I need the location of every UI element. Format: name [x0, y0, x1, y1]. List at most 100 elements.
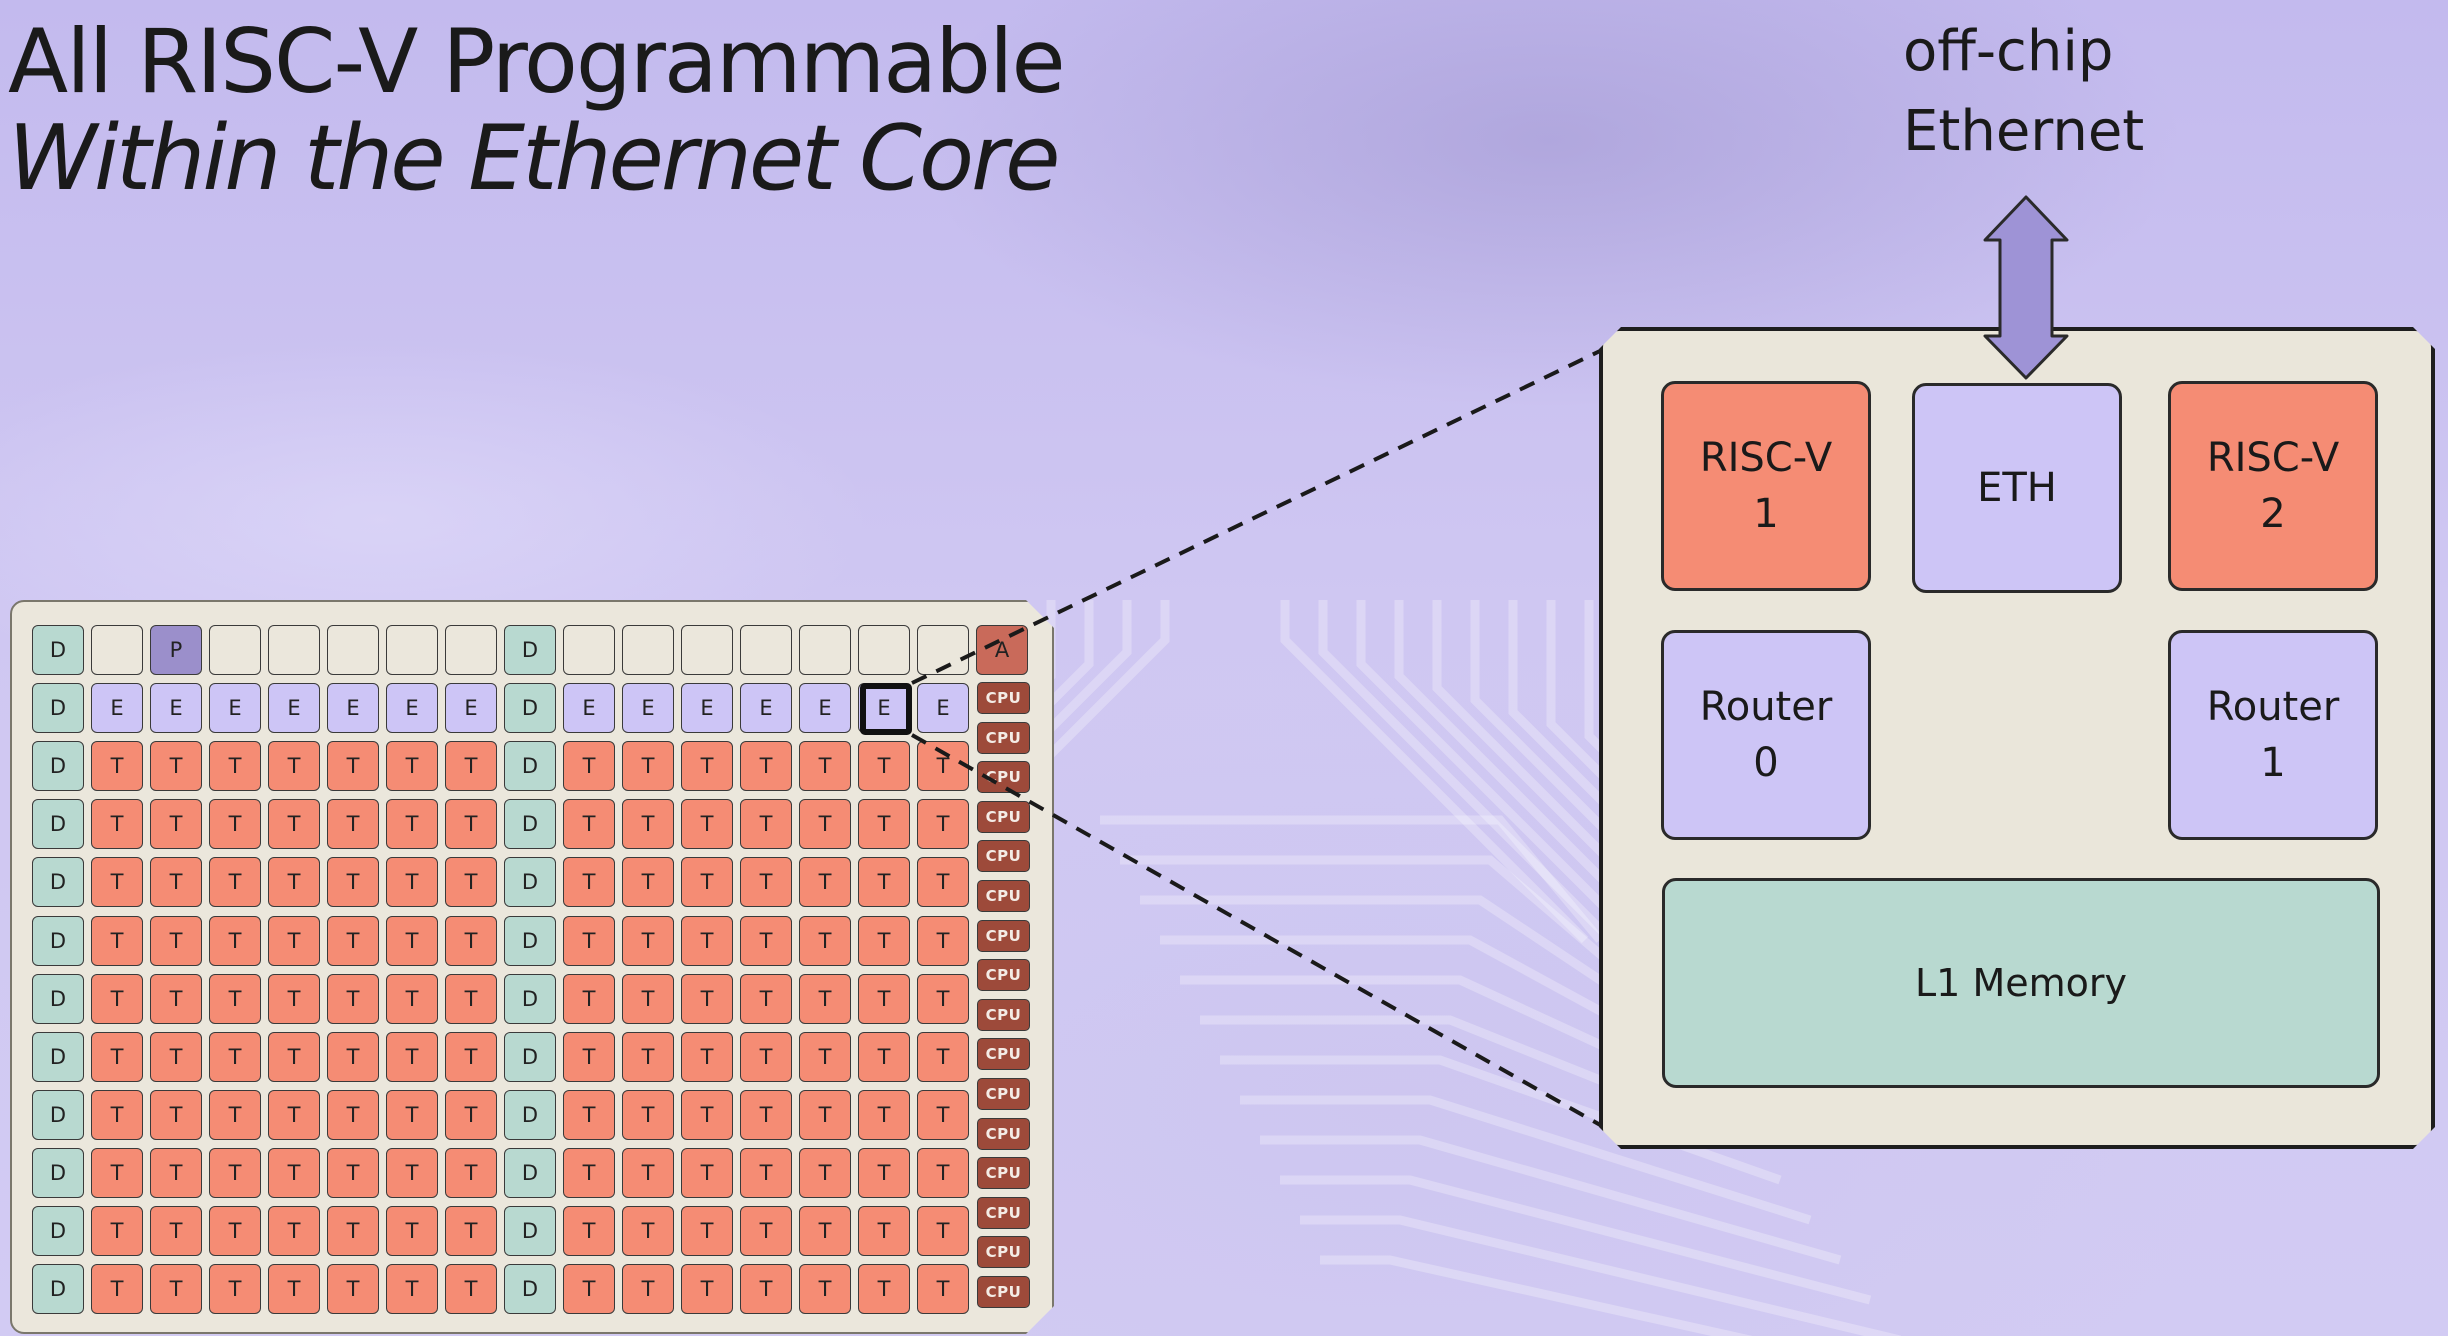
- tile-d-r4-c0: D: [32, 857, 84, 908]
- tile-t-r2-c10: T: [622, 741, 674, 792]
- riscv-2-block: RISC-V 2: [2168, 381, 2378, 591]
- tile-t-r5-c4: T: [268, 915, 320, 966]
- tile-e-r1-c14: E: [858, 683, 910, 734]
- tile-blank-r0-c14: [858, 625, 910, 675]
- tile-t-r4-c3: T: [209, 857, 261, 908]
- tile-e-r1-c15: E: [917, 683, 969, 734]
- tile-cpu-12: CPU: [977, 1157, 1030, 1190]
- tile-blank-r0-c11: [681, 625, 733, 675]
- tile-d-r1-c8: D: [504, 683, 556, 734]
- tile-blank-r0-c1: [91, 625, 143, 675]
- tile-t-r7-c6: T: [386, 1031, 438, 1082]
- tile-t-r9-c12: T: [740, 1147, 792, 1198]
- tile-t-r11-c15: T: [917, 1264, 969, 1315]
- tile-t-r11-c3: T: [209, 1264, 261, 1315]
- tile-t-r6-c1: T: [91, 973, 143, 1024]
- tile-d-r6-c0: D: [32, 973, 84, 1024]
- tile-t-r4-c13: T: [799, 857, 851, 908]
- tile-t-r10-c2: T: [150, 1206, 202, 1256]
- tile-t-r2-c4: T: [268, 741, 320, 792]
- tile-t-r2-c5: T: [327, 741, 379, 792]
- tile-t-r6-c9: T: [563, 973, 615, 1024]
- tile-t-r5-c9: T: [563, 915, 615, 966]
- tile-d-r1-c0: D: [32, 683, 84, 734]
- tile-blank-r0-c13: [799, 625, 851, 675]
- tile-cpu-14: CPU: [977, 1236, 1030, 1269]
- tile-t-r9-c7: T: [445, 1147, 497, 1198]
- tile-t-r3-c5: T: [327, 799, 379, 850]
- tile-t-r5-c5: T: [327, 915, 379, 966]
- tile-t-r9-c1: T: [91, 1147, 143, 1198]
- tile-blank-r0-c5: [327, 625, 379, 675]
- router-0-block: Router 0: [1661, 630, 1871, 840]
- tile-t-r8-c13: T: [799, 1089, 851, 1140]
- tile-e-r1-c11: E: [681, 683, 733, 734]
- tile-cpu-0: CPU: [977, 682, 1030, 714]
- tile-e-r1-c6: E: [386, 683, 438, 734]
- tile-t-r5-c14: T: [858, 915, 910, 966]
- tile-blank-r0-c6: [386, 625, 438, 675]
- tile-d-r4-c8: D: [504, 857, 556, 908]
- tile-t-r2-c3: T: [209, 741, 261, 792]
- tile-t-r5-c6: T: [386, 915, 438, 966]
- tile-t-r11-c7: T: [445, 1264, 497, 1315]
- tile-t-r3-c10: T: [622, 799, 674, 850]
- tile-t-r6-c14: T: [858, 973, 910, 1024]
- riscv-1-block: RISC-V 1: [1661, 381, 1871, 591]
- tile-d-r3-c8: D: [504, 799, 556, 850]
- tile-t-r5-c11: T: [681, 915, 733, 966]
- tile-e-r1-c1: E: [91, 683, 143, 734]
- tile-d-r10-c8: D: [504, 1206, 556, 1256]
- tile-t-r9-c10: T: [622, 1147, 674, 1198]
- tile-t-r3-c13: T: [799, 799, 851, 850]
- tile-t-r11-c13: T: [799, 1264, 851, 1315]
- tile-e-r1-c5: E: [327, 683, 379, 734]
- tile-d-r2-c0: D: [32, 741, 84, 792]
- tile-t-r9-c15: T: [917, 1147, 969, 1198]
- tile-t-r2-c14: T: [858, 741, 910, 792]
- tile-t-r10-c15: T: [917, 1206, 969, 1256]
- tile-t-r11-c10: T: [622, 1264, 674, 1315]
- tile-t-r3-c9: T: [563, 799, 615, 850]
- tile-t-r9-c11: T: [681, 1147, 733, 1198]
- tile-t-r6-c13: T: [799, 973, 851, 1024]
- tile-t-r3-c6: T: [386, 799, 438, 850]
- tile-t-r8-c4: T: [268, 1089, 320, 1140]
- tile-t-r3-c11: T: [681, 799, 733, 850]
- tile-t-r10-c4: T: [268, 1206, 320, 1256]
- tile-t-r7-c13: T: [799, 1031, 851, 1082]
- tile-t-r7-c9: T: [563, 1031, 615, 1082]
- double-arrow-shape: [1983, 195, 2069, 380]
- tile-t-r9-c2: T: [150, 1147, 202, 1198]
- tile-t-r8-c6: T: [386, 1089, 438, 1140]
- tile-t-r4-c14: T: [858, 857, 910, 908]
- tile-t-r9-c14: T: [858, 1147, 910, 1198]
- tile-t-r10-c11: T: [681, 1206, 733, 1256]
- tile-e-r1-c12: E: [740, 683, 792, 734]
- tile-t-r9-c4: T: [268, 1147, 320, 1198]
- tile-t-r11-c5: T: [327, 1264, 379, 1315]
- tile-t-r4-c4: T: [268, 857, 320, 908]
- tile-t-r9-c3: T: [209, 1147, 261, 1198]
- selected-ethernet-tile-highlight: [860, 683, 912, 735]
- eth-block: ETH: [1912, 383, 2122, 593]
- tile-blank-r0-c10: [622, 625, 674, 675]
- offchip-label-line-1: off-chip: [1903, 19, 2114, 84]
- tile-t-r2-c1: T: [91, 741, 143, 792]
- tile-t-r2-c9: T: [563, 741, 615, 792]
- tile-d-r9-c8: D: [504, 1147, 556, 1198]
- tile-t-r5-c13: T: [799, 915, 851, 966]
- tile-t-r11-c9: T: [563, 1264, 615, 1315]
- slide-title: All RISC-V Programmable Within the Ether…: [8, 18, 1066, 204]
- tile-t-r10-c1: T: [91, 1206, 143, 1256]
- tile-t-r10-c12: T: [740, 1206, 792, 1256]
- tile-t-r2-c7: T: [445, 741, 497, 792]
- tile-t-r8-c11: T: [681, 1089, 733, 1140]
- tile-blank-r0-c12: [740, 625, 792, 675]
- tile-t-r8-c12: T: [740, 1089, 792, 1140]
- tile-t-r4-c11: T: [681, 857, 733, 908]
- tile-d-r8-c0: D: [32, 1089, 84, 1140]
- tile-blank-r0-c7: [445, 625, 497, 675]
- tile-t-r2-c2: T: [150, 741, 202, 792]
- tile-t-r10-c13: T: [799, 1206, 851, 1256]
